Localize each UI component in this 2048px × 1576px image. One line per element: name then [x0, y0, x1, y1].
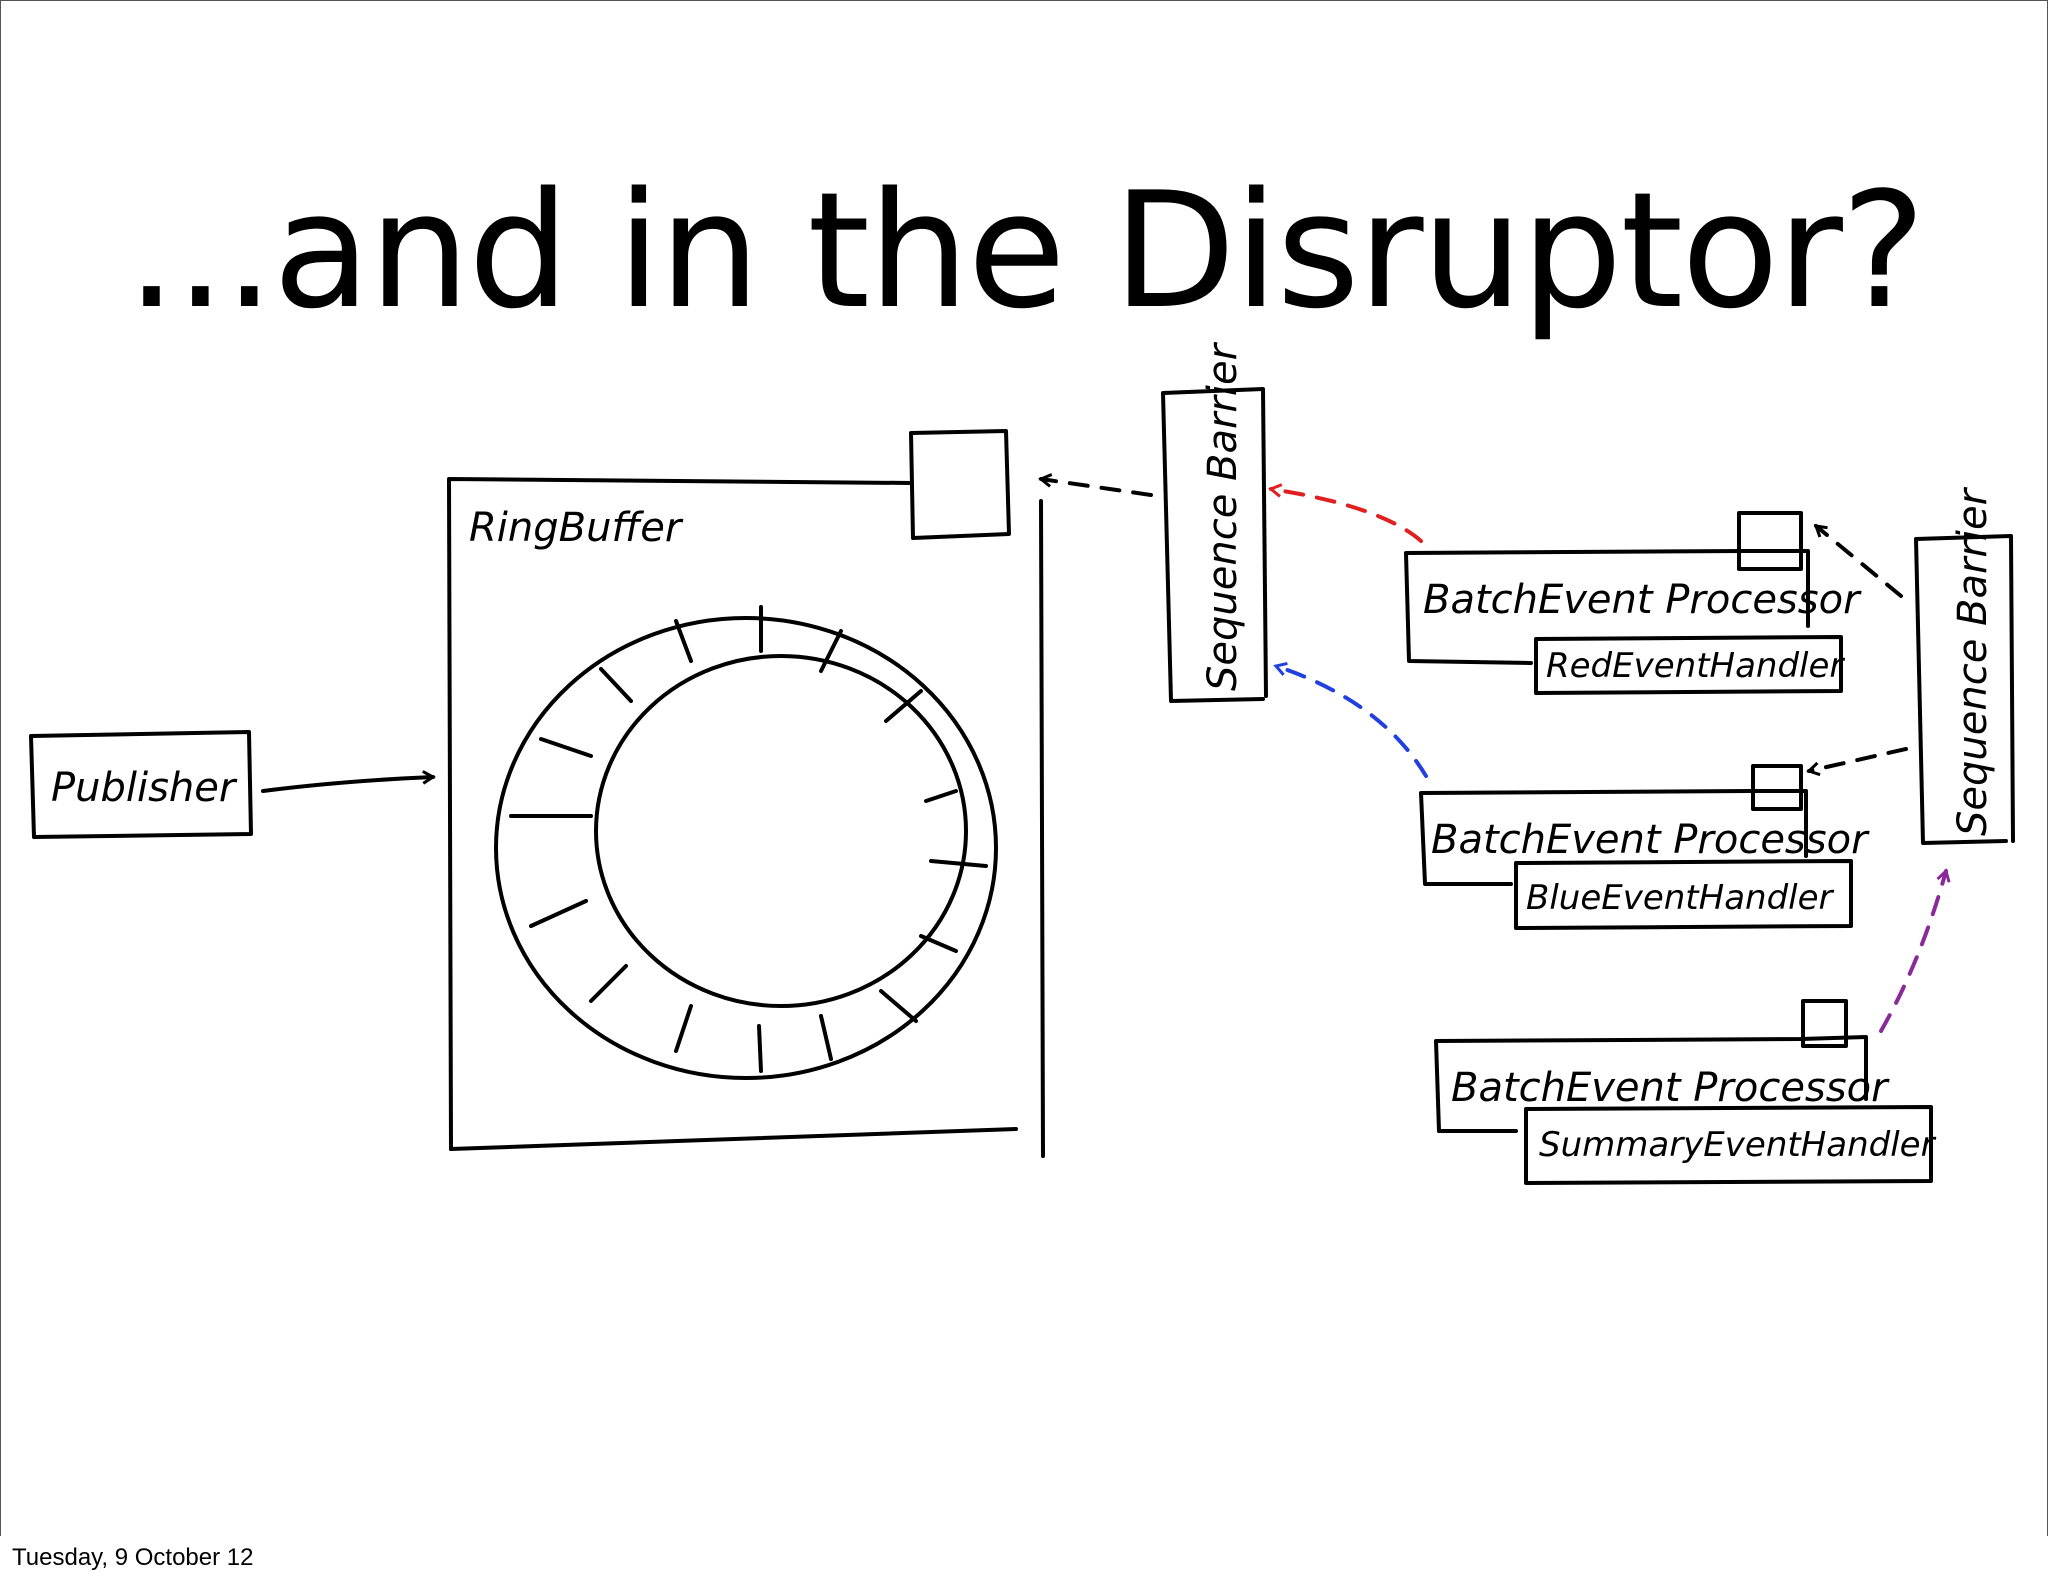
- sequence-barrier-2: Sequence Barrier: [1914, 486, 2015, 845]
- arrow-red-to-barrier1: [1268, 483, 1423, 543]
- ring-buffer-label: RingBuffer: [469, 505, 684, 551]
- slide: ...and in the Disruptor? Publisher: [0, 0, 2048, 1537]
- publisher-box: Publisher: [29, 730, 253, 839]
- arrow-summary-to-barrier2: [1879, 868, 1951, 1033]
- processor-summary: BatchEvent Processor SummaryEventHandler: [1434, 999, 1937, 1185]
- ring-buffer-sequence-square: [909, 429, 1011, 540]
- sequence-barrier-1: Sequence Barrier: [1161, 341, 1268, 703]
- processor-blue: BatchEvent Processor BlueEventHandler: [1419, 764, 1870, 930]
- disruptor-diagram: Publisher RingBuffer Sequence Barrier: [29, 341, 2015, 1185]
- processor-red: BatchEvent Processor RedEventHandler: [1404, 511, 1862, 695]
- processor-summary-sequence-square: [1801, 999, 1848, 1048]
- processor-red-label: BatchEvent Processor: [1423, 577, 1862, 623]
- processor-summary-handler: SummaryEventHandler: [1539, 1125, 1937, 1165]
- footer: Tuesday, 9 October 12: [0, 1536, 2048, 1576]
- ring-buffer-box: RingBuffer: [447, 429, 1045, 1158]
- processor-red-handler: RedEventHandler: [1546, 646, 1845, 686]
- processor-red-sequence-square: [1737, 511, 1803, 571]
- sequence-barrier-1-label: Sequence Barrier: [1200, 341, 1246, 691]
- arrow-barrier1-to-ringbuffer: [1038, 473, 1153, 497]
- processor-blue-handler: BlueEventHandler: [1526, 878, 1835, 918]
- processor-summary-label: BatchEvent Processor: [1451, 1065, 1890, 1111]
- arrow-blue-to-barrier1: [1273, 662, 1428, 778]
- slide-title: ...and in the Disruptor?: [126, 157, 1926, 344]
- publisher-arrow: [261, 770, 436, 793]
- arrow-barrier2-to-red: [1813, 524, 1903, 598]
- sequence-barrier-2-label: Sequence Barrier: [1950, 486, 1996, 836]
- footer-date: Tuesday, 9 October 12: [12, 1544, 254, 1571]
- arrow-barrier2-to-blue: [1806, 747, 1908, 777]
- ring-buffer-ring: [494, 605, 998, 1080]
- publisher-label: Publisher: [51, 765, 238, 811]
- processor-blue-sequence-square: [1751, 764, 1803, 811]
- processor-blue-label: BatchEvent Processor: [1431, 817, 1870, 863]
